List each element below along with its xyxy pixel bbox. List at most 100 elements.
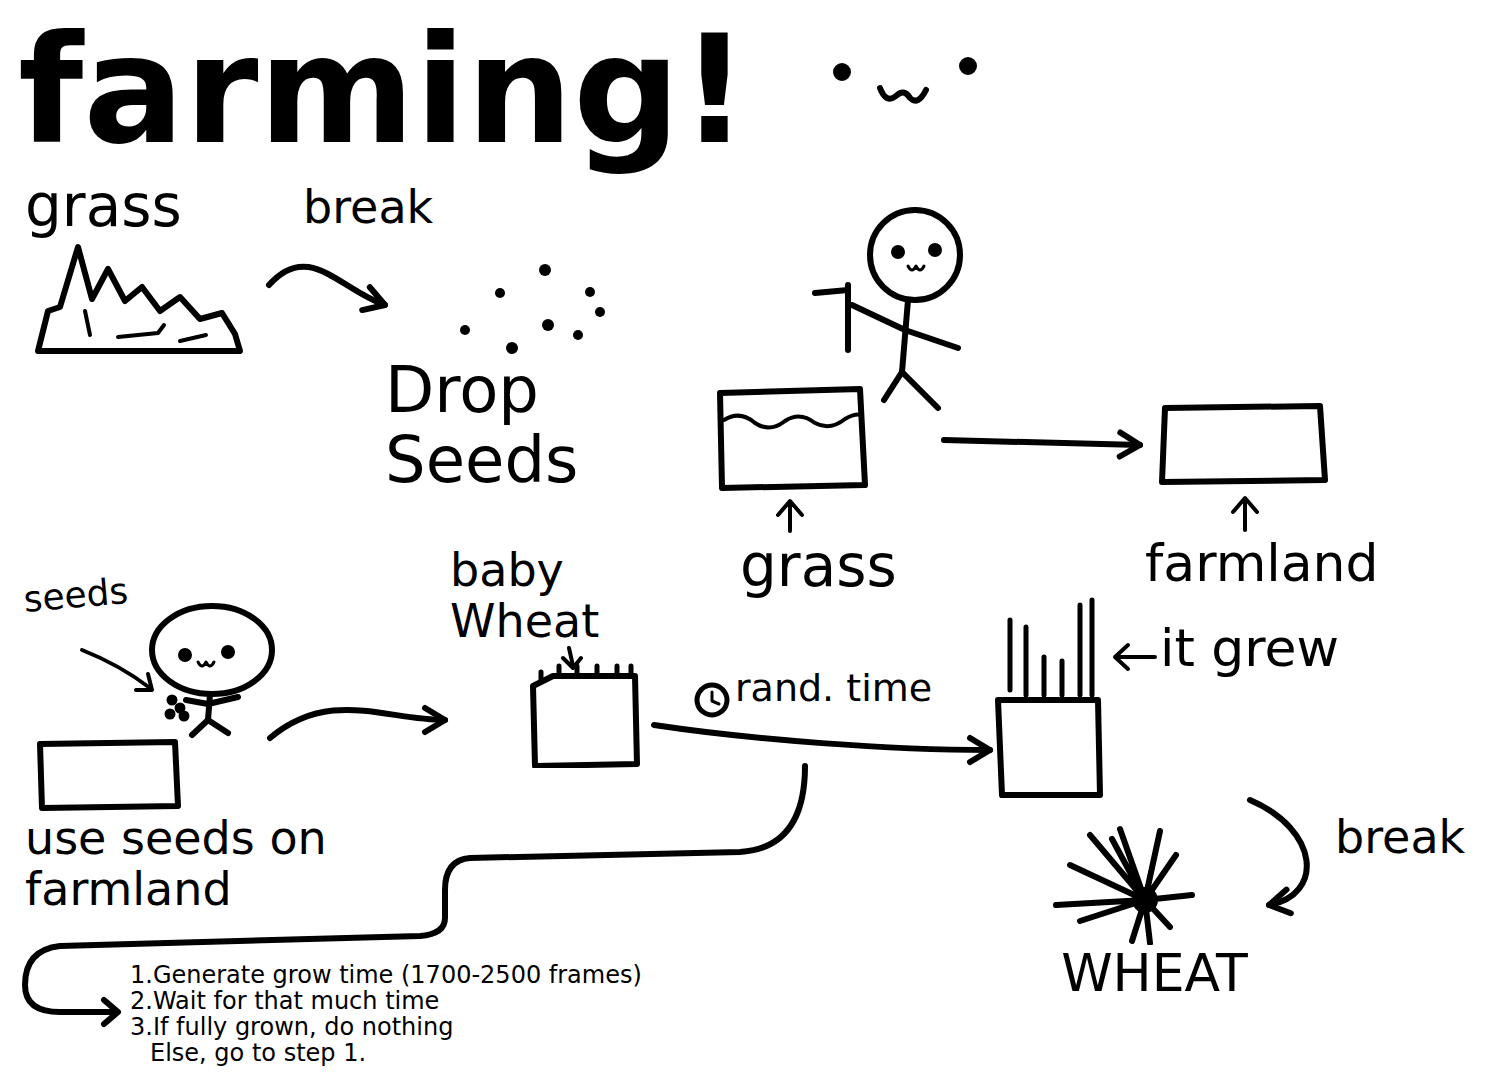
arrow-head: [1269, 890, 1291, 914]
title-face: [836, 60, 974, 101]
clock-symbol: [697, 685, 727, 715]
node-label: baby Wheat: [450, 545, 654, 646]
node-text-group: grass: [25, 175, 269, 239]
node-shape: [990, 595, 1160, 800]
grass-tuft: grass: [25, 175, 269, 359]
node-shape: [20, 738, 185, 813]
node-text-group: farmland: [1140, 535, 1464, 592]
drawing-stroke: [170, 698, 175, 703]
drawing-stroke: [998, 600, 1155, 795]
drawing-stroke: [852, 305, 905, 330]
drawing-stroke: [182, 714, 187, 719]
drawing-stroke: [573, 330, 583, 340]
node-label: it grew: [1160, 620, 1339, 677]
drawing-stroke: [82, 650, 150, 688]
node-label: grass: [740, 535, 944, 599]
node-shape: [525, 646, 650, 768]
farmer-figure: [815, 210, 960, 408]
connector-line: [1250, 800, 1307, 905]
drawing-stroke: [208, 720, 228, 733]
connector: [654, 725, 990, 762]
drawing-stroke: [884, 372, 902, 400]
note-line: 2.Wait for that much time: [130, 988, 439, 1014]
drawing-stroke: [697, 685, 727, 715]
node-label: farmland: [1145, 535, 1464, 592]
drawing-stroke: [894, 248, 902, 256]
arrow-head: [425, 708, 445, 732]
node-text-group: it grew: [1160, 595, 1339, 677]
connector-line: [270, 710, 445, 738]
drawing-stroke: [104, 1000, 118, 1024]
drawing-stroke: [880, 88, 926, 101]
node-text-group: grass: [705, 535, 944, 599]
drawing-stroke: [585, 287, 595, 297]
node-shape: [710, 385, 875, 535]
drawing-stroke: [118, 325, 164, 337]
connector: [269, 267, 385, 310]
wheat-bundle: WHEAT: [1040, 825, 1269, 1002]
drawing-stroke: [1056, 829, 1192, 943]
arrow-head: [1120, 432, 1140, 456]
grown-wheat-block: it grew: [990, 595, 1390, 800]
node-text-group: Drop Seeds: [385, 355, 629, 496]
drawing-stroke: [720, 389, 865, 531]
farmland-block: use seeds on farmland: [20, 738, 414, 914]
drawing-stroke: [38, 247, 240, 351]
drawing-stroke: [1115, 645, 1155, 669]
drawing-stroke: [1162, 406, 1325, 482]
connector: [1250, 800, 1307, 913]
drawing-stroke: [905, 330, 958, 348]
node-label: Drop Seeds: [385, 355, 629, 496]
drawing-stroke: [198, 662, 214, 666]
drawing-stroke: [1162, 406, 1325, 530]
drawing-stroke: [962, 60, 974, 72]
node-label: grass: [25, 175, 269, 239]
note-line: 3.If fully grown, do nothing: [130, 1014, 453, 1040]
drawings: [25, 60, 974, 1024]
drawing-stroke: [152, 606, 272, 694]
node-shape: [1050, 825, 1210, 945]
drawing-stroke: [208, 697, 238, 704]
drawing-stroke: [181, 651, 189, 659]
node-label: WHEAT: [1040, 945, 1269, 1002]
drawing-stroke: [720, 389, 865, 488]
drawing-stroke: [1233, 498, 1257, 530]
drawing-stroke: [845, 285, 851, 350]
drawing-stroke: [870, 210, 960, 300]
drawing-stroke: [460, 325, 470, 335]
node-text-group: baby Wheat: [445, 545, 654, 646]
drawing-stroke: [40, 742, 178, 808]
drawing-stroke: [539, 264, 551, 276]
drawing-stroke: [778, 501, 802, 531]
drawing-stroke: [495, 288, 505, 298]
edge-label: break: [1332, 812, 1468, 863]
drawing-stroke: [931, 246, 939, 254]
drawing-stroke: [40, 742, 178, 808]
drawing-stroke: [85, 311, 90, 335]
drawing-stroke: [180, 335, 206, 341]
farmland-block: farmland: [1140, 400, 1464, 592]
drawing-stroke: [224, 648, 232, 656]
drawing-stroke: [136, 674, 152, 690]
grass-block: grass: [705, 385, 944, 599]
connector-line: [654, 725, 990, 750]
drawing-stroke: [902, 372, 938, 408]
drawing-stroke: [533, 676, 637, 766]
arrow-head: [362, 287, 385, 310]
drawing-stroke: [506, 342, 518, 354]
drawing-stroke: [998, 700, 1100, 795]
note-line: Else, go to step 1.: [150, 1040, 366, 1066]
drawing-stroke: [902, 300, 908, 372]
drawing-stroke: [533, 648, 637, 766]
drawing-stroke: [712, 692, 719, 704]
drawing-stroke: [1135, 890, 1155, 910]
node-shape: [455, 260, 615, 355]
node-text-group: use seeds on farmland: [20, 813, 414, 914]
drawing-stroke: [595, 307, 605, 317]
drawing-stroke: [168, 712, 173, 717]
note-line: 1.Generate grow time (1700-2500 frames): [130, 962, 642, 988]
drawing-stroke: [25, 766, 805, 1012]
drawing-stroke: [1056, 829, 1192, 943]
node-label: use seeds on farmland: [25, 813, 414, 914]
